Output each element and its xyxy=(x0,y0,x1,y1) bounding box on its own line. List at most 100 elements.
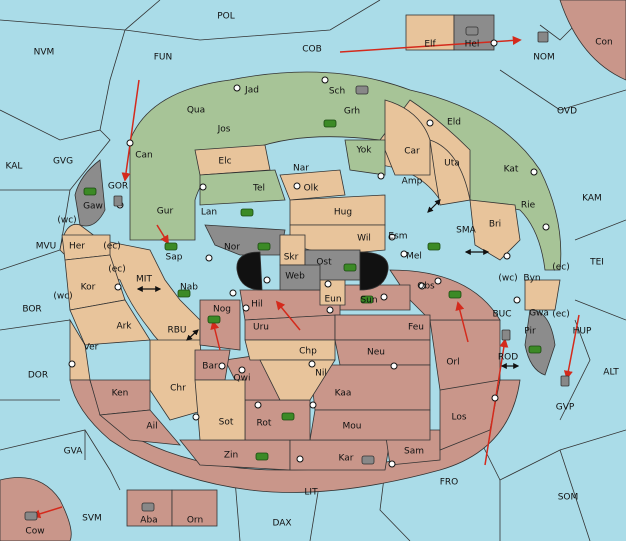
label-dax: DAX xyxy=(272,519,291,529)
label-sam: Sam xyxy=(404,447,424,457)
region-red-arc xyxy=(69,379,521,493)
label-gva: GVA xyxy=(64,447,84,457)
label-eld: Eld xyxy=(447,118,461,128)
label-olk: Olk xyxy=(304,184,320,194)
label-rot: Rot xyxy=(257,419,272,429)
label-nor: Nor xyxy=(224,243,240,253)
label-ec4: (ec) xyxy=(552,310,570,320)
label-nvm: NVM xyxy=(34,48,55,58)
label-gor: GOR xyxy=(108,182,128,192)
label-svm: SVM xyxy=(82,514,102,524)
region-chp[interactable] xyxy=(244,339,336,361)
label-kat: Kat xyxy=(504,165,519,175)
army-units xyxy=(83,119,542,461)
label-ec1: (ec) xyxy=(103,242,121,252)
label-mit: MIT xyxy=(136,275,152,285)
label-dor: DOR xyxy=(28,371,48,381)
label-hup: HUP xyxy=(573,327,592,337)
region-uta[interactable] xyxy=(429,139,471,206)
label-mel: Mel xyxy=(406,252,422,262)
label-ec2: (ec) xyxy=(108,265,126,275)
label-sma: SMA xyxy=(456,226,476,236)
label-fun: FUN xyxy=(154,53,173,63)
region-cow[interactable] xyxy=(0,477,72,541)
adjacency-arrows xyxy=(136,199,520,369)
label-bor: BOR xyxy=(22,305,41,315)
label-nog: Nog xyxy=(213,305,231,315)
region-obs[interactable] xyxy=(389,269,501,321)
region-nog[interactable] xyxy=(199,299,241,351)
region-olk[interactable] xyxy=(279,169,346,201)
label-hil: Hil xyxy=(251,300,263,310)
label-nom: NOM xyxy=(533,53,555,63)
region-tel[interactable] xyxy=(199,169,286,206)
label-orl: Orl xyxy=(446,358,459,368)
region-elc[interactable] xyxy=(194,144,271,176)
label-qwi: Qwi xyxy=(234,374,251,384)
region-pir[interactable] xyxy=(524,309,556,376)
label-web: Web xyxy=(285,272,305,282)
label-alt: ALT xyxy=(603,368,619,378)
label-neu: Neu xyxy=(367,348,385,358)
label-obs: Obs xyxy=(417,282,435,292)
label-sot: Sot xyxy=(219,418,234,428)
label-gwa: Gwa xyxy=(529,309,549,319)
label-qua: Qua xyxy=(187,106,205,116)
label-esm: Esm xyxy=(388,232,407,242)
region-black-west xyxy=(236,251,263,291)
label-som: SOM xyxy=(558,493,579,503)
region-nil[interactable] xyxy=(259,359,336,401)
label-nil: Nil xyxy=(315,369,327,379)
label-can: Can xyxy=(135,151,153,161)
label-sch: Sch xyxy=(329,87,345,97)
region-orn[interactable] xyxy=(171,489,218,527)
label-ec3: (ec) xyxy=(552,263,570,273)
region-car[interactable] xyxy=(384,99,431,176)
region-yok[interactable] xyxy=(344,139,386,176)
label-pir: Pir xyxy=(524,327,536,337)
label-aba: Aba xyxy=(140,516,157,526)
label-grh: Grh xyxy=(344,107,360,117)
label-uta: Uta xyxy=(444,159,460,169)
label-hel: Hel xyxy=(465,40,480,50)
label-rie: Rie xyxy=(521,201,536,211)
label-gvp: GVP xyxy=(556,403,575,413)
label-chp: Chp xyxy=(299,347,317,357)
region-gwa[interactable] xyxy=(524,279,561,311)
label-rod: ROD xyxy=(498,353,518,363)
label-ail: Ail xyxy=(146,422,157,432)
label-pol: POL xyxy=(217,12,235,22)
label-amp: Amp xyxy=(402,177,423,187)
label-sap: Sap xyxy=(166,253,183,263)
label-gvg: GVG xyxy=(53,157,73,167)
label-byn: Byn xyxy=(523,274,540,284)
label-rbu: RBU xyxy=(167,326,186,336)
label-ver: Ver xyxy=(84,343,99,353)
label-cob: COB xyxy=(302,45,322,55)
region-web[interactable] xyxy=(279,264,321,291)
label-buc: BUC xyxy=(492,310,511,320)
label-gaw: Gaw xyxy=(83,202,103,212)
label-fro: FRO xyxy=(440,478,459,488)
label-jad: Jad xyxy=(244,86,259,96)
label-kor: Kor xyxy=(81,283,96,293)
region-mou[interactable] xyxy=(309,409,431,441)
supply-centers xyxy=(68,39,550,468)
label-wil: Wil xyxy=(357,234,371,244)
region-bri[interactable] xyxy=(469,199,521,261)
label-kal: KAL xyxy=(6,162,23,172)
region-sot[interactable] xyxy=(194,379,246,441)
label-kaa: Kaa xyxy=(335,389,352,399)
label-lan: Lan xyxy=(201,208,217,218)
label-jos: Jos xyxy=(217,125,231,135)
label-sun: Sun xyxy=(360,296,377,306)
label-feu: Feu xyxy=(408,323,424,333)
region-ail[interactable] xyxy=(99,409,181,446)
label-orn: Orn xyxy=(187,516,203,526)
label-kam: KAM xyxy=(582,194,602,204)
label-bri: Bri xyxy=(489,220,501,230)
